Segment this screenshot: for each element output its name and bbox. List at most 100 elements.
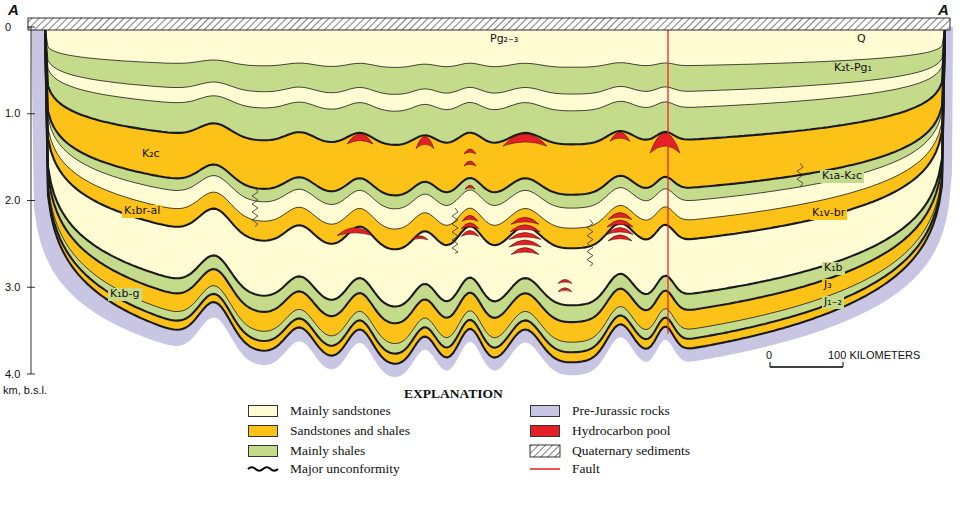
hydrocarbon-pool [412, 236, 428, 240]
unconformity-line [45, 27, 945, 364]
legend-swatch [530, 425, 560, 437]
legend-swatch [248, 425, 278, 437]
hydrocarbon-pool [465, 185, 475, 189]
layer-name: K₁br-al [122, 205, 162, 218]
hydrocarbon-pool [416, 137, 434, 149]
legend-heading: EXPLANATION [404, 386, 503, 402]
layer-name: J₁₋₂ [822, 296, 844, 309]
axis-unit: km, b.s.l. [3, 384, 47, 397]
layer-boundary [45, 27, 945, 94]
unconformity-line [45, 27, 945, 195]
depth-value: 3.0 [5, 281, 20, 294]
axis-tick [27, 27, 35, 28]
facies-change [252, 188, 258, 227]
unconformity-sample [248, 467, 278, 471]
depth-value: 2.0 [5, 194, 20, 207]
depth-axis [27, 27, 35, 374]
legend-text: Major unconformity [290, 461, 400, 477]
rock-layer [45, 27, 945, 354]
layer-name: Pg₂₋₃ [488, 33, 520, 46]
scale-bar [770, 362, 843, 367]
section-end-label: A [938, 1, 949, 18]
legend-swatch [248, 445, 278, 457]
hydrocarbon-pool [347, 134, 373, 144]
depth-value: 0 [5, 21, 11, 34]
rock-layer [45, 27, 945, 145]
legend-text: Mainly shales [290, 443, 365, 459]
legend-swatch [530, 405, 560, 417]
layer-boundary [45, 27, 945, 209]
unconformity-line [45, 27, 945, 354]
depth-value: 4.0 [5, 368, 20, 381]
hydrocarbon-pool [511, 248, 539, 255]
layer-name: K₂t-Pg₁ [832, 62, 874, 75]
layer-name: K₁v-br [810, 207, 847, 220]
layer-name: J₃ [822, 279, 834, 292]
legend-text: Sandstones and shales [290, 423, 410, 439]
quaternary-ground [28, 18, 950, 30]
hydrocarbon-pool [503, 134, 547, 146]
quaternary-sediments [28, 18, 950, 30]
unconformity-line [45, 27, 945, 249]
quaternary-sample [530, 445, 560, 457]
hydrocarbon-pool [464, 149, 476, 154]
fault-line [667, 30, 668, 334]
rock-layer [45, 27, 945, 364]
hydrocarbon-pool [510, 225, 540, 232]
rock-layer [45, 27, 945, 195]
hydrocarbon-pool [464, 161, 476, 166]
quaternary-sample-ground [530, 445, 560, 457]
unconformity-line [45, 27, 945, 323]
facies-change [587, 220, 593, 267]
scale-tick [843, 362, 844, 367]
scale-line [770, 366, 843, 367]
hydrocarbon-pool [608, 235, 632, 241]
scale-value: 0 [766, 349, 772, 362]
legend-text: Hydrocarbon pool [572, 423, 671, 439]
axis-tick [27, 374, 35, 375]
hydrocarbon-pool [610, 132, 630, 141]
hydrocarbon-pool [461, 230, 479, 236]
rock-layer [45, 27, 945, 323]
hydrocarbon-pool [511, 217, 539, 224]
scale-tick [770, 362, 771, 367]
axis-tick [27, 113, 35, 114]
rock-layer [45, 27, 945, 229]
rock-layer [45, 27, 945, 307]
hydrocarbon-pool [650, 133, 680, 153]
facies-change [797, 163, 803, 187]
axis-tick [27, 287, 35, 288]
layer-boundary [45, 27, 945, 344]
layer-name: Q [855, 33, 868, 46]
scale-value: 100 KILOMETERS [828, 349, 920, 362]
legend-text: Pre-Jurassic rocks [572, 403, 670, 419]
rock-layer [45, 27, 945, 94]
hydrocarbon-pool [461, 223, 479, 229]
section-drawing [28, 18, 953, 377]
unconformity-line [45, 27, 945, 307]
rock-layer [45, 27, 945, 209]
rock-layer [45, 27, 945, 67]
hydrocarbon-pool [608, 213, 632, 220]
axis-tick [27, 200, 35, 201]
hydrocarbon-pool [509, 240, 541, 247]
section-end-label: A [8, 1, 19, 18]
hydrocarbon-pool [558, 288, 572, 292]
layer-name: K₁a-K₂c [820, 170, 864, 183]
depth-value: 1.0 [5, 107, 20, 120]
layer-name: K₁b [822, 262, 845, 275]
pre-jurassic-rocks [31, 27, 953, 377]
hydrocarbon-pool [558, 279, 572, 283]
legend-text: Fault [572, 461, 600, 477]
fault-sample [530, 468, 560, 470]
rock-layer [45, 27, 945, 111]
legend-text: Quaternary sediments [572, 443, 690, 459]
layer-boundary [45, 27, 945, 111]
legend-swatch [248, 405, 278, 417]
rock-layer [45, 27, 945, 344]
layer-boundary [45, 27, 945, 67]
legend-text: Mainly sandstones [290, 403, 391, 419]
hydrocarbon-pool [509, 232, 541, 239]
hydrocarbon-pool [607, 220, 633, 227]
